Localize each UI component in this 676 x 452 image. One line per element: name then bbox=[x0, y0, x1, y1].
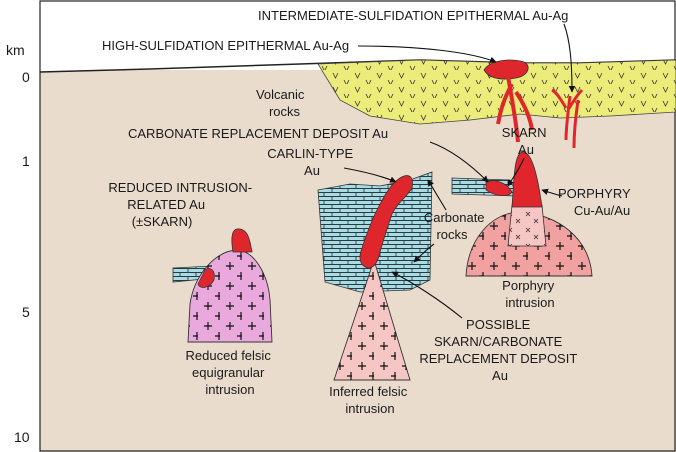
axis-tick-1: 1 bbox=[22, 153, 30, 169]
label-carbonate-replacement: CARBONATE REPLACEMENT DEPOSIT Au bbox=[128, 126, 388, 141]
label-intermediate-sulfidation: INTERMEDIATE-SULFIDATION EPITHERMAL Au-A… bbox=[258, 8, 568, 23]
porphyry-stock-x-pattern bbox=[508, 205, 546, 246]
axis-tick-0: 0 bbox=[22, 69, 30, 85]
axis-unit: km bbox=[6, 42, 25, 58]
label-high-sulfidation: HIGH-SULFIDATION EPITHERMAL Au-Ag bbox=[102, 38, 349, 53]
axis-tick-5: 5 bbox=[22, 304, 30, 320]
axis-tick-10: 10 bbox=[14, 429, 30, 445]
